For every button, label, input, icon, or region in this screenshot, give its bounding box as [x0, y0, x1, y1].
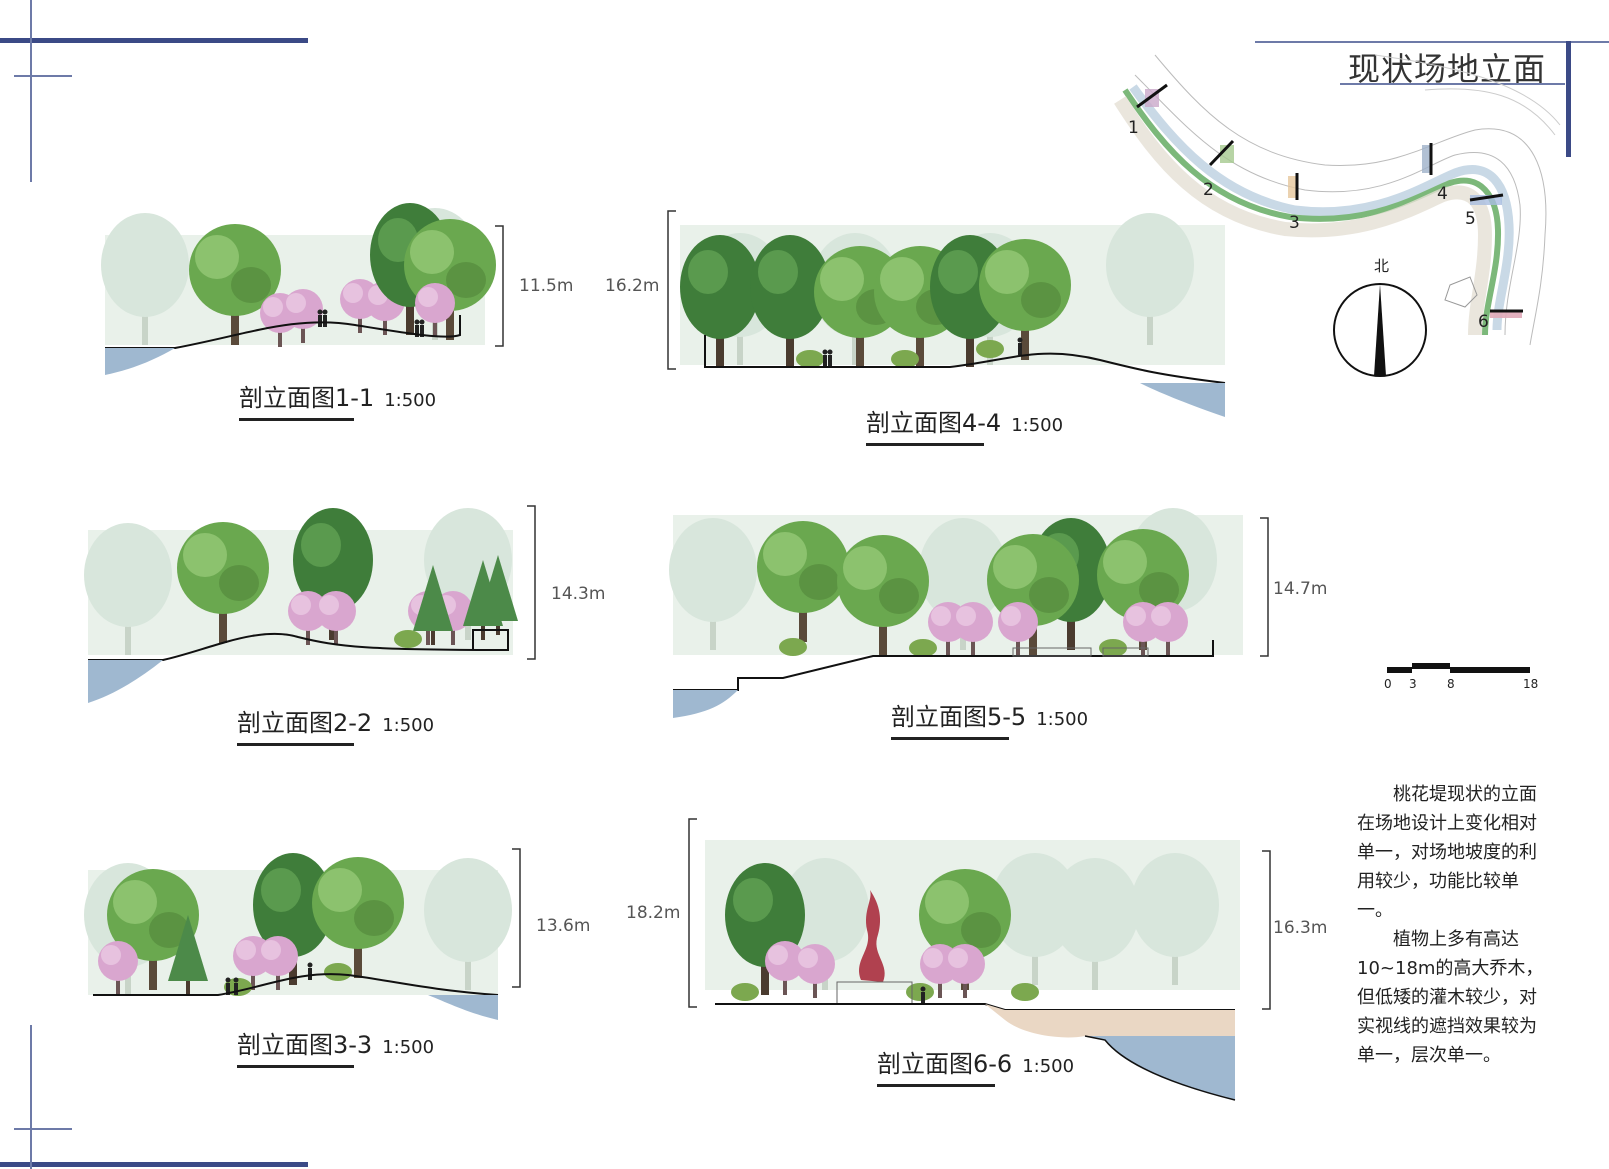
bottom-left-vertical-line: [30, 1025, 32, 1169]
section-4-4-height: 16.2m: [605, 276, 660, 296]
section-2-2-scale: 1:500: [382, 715, 435, 736]
section-1-1-height: 11.5m: [519, 276, 574, 296]
section-3-3-scale: 1:500: [382, 1037, 435, 1058]
description-paragraph-1: 桃花堤现状的立面在场地设计上变化相对单一，对场地坡度的利用较少，功能比较单一。: [1357, 784, 1537, 921]
section-5-5-caption: 剖立面图5-5 1:500: [891, 697, 1089, 740]
description-paragraph-2: 植物上多有高达10~18m的高大乔木，但低矮的灌木较少，对实视线的遮挡效果较为单…: [1357, 929, 1544, 1066]
section-6-6-height-right: 16.3m: [1273, 918, 1328, 938]
section-1-1-drawing: [101, 203, 496, 375]
section-2-2-height: 14.3m: [551, 584, 606, 604]
scale-bar: [1387, 663, 1530, 673]
section-6-6-title: 剖立面图6-6: [877, 1050, 1013, 1078]
section-5-5-title: 剖立面图5-5: [891, 703, 1027, 731]
section-4-4-height-bracket: [667, 210, 676, 370]
map-marker-2: 2: [1203, 180, 1214, 200]
top-right-vertical-bar: [1566, 41, 1571, 157]
section-1-1-title: 剖立面图1-1: [239, 384, 375, 412]
section-5-5-underline: [891, 737, 1009, 740]
map-marker-4: 4: [1437, 184, 1448, 204]
map-marker-3: 3: [1289, 213, 1300, 233]
section-2-2-underline: [237, 743, 354, 746]
section-4-4-scale: 1:500: [1011, 415, 1064, 436]
section-2-2-height-bracket: [527, 505, 536, 660]
section-6-6-left-height-bracket: [688, 818, 697, 1008]
section-5-5-height: 14.7m: [1273, 579, 1328, 599]
section-6-6-underline: [877, 1084, 995, 1087]
section-3-3-height-bracket: [512, 848, 521, 988]
section-1-1-scale: 1:500: [384, 390, 437, 411]
section-6-6-caption: 剖立面图6-6 1:500: [877, 1044, 1075, 1087]
section-3-3-title: 剖立面图3-3: [237, 1031, 373, 1059]
section-1-1-caption: 剖立面图1-1 1:500: [239, 378, 437, 421]
section-2-2-title: 剖立面图2-2: [237, 709, 373, 737]
scale-tick-18: 18: [1523, 677, 1539, 691]
section-4-4-underline: [866, 443, 984, 446]
top-right-horizontal-line: [1255, 41, 1609, 43]
top-left-horizontal-tick: [14, 75, 72, 77]
section-6-6-right-height-bracket: [1262, 850, 1271, 1010]
section-5-5-scale: 1:500: [1036, 709, 1089, 730]
section-1-1-underline: [239, 418, 354, 421]
section-6-6-scale: 1:500: [1022, 1056, 1075, 1077]
north-arrow-icon: [1333, 283, 1427, 377]
map-marker-1: 1: [1128, 118, 1139, 138]
section-5-5-drawing: [669, 508, 1243, 718]
bottom-left-frame-bar: [0, 1162, 308, 1167]
description-text: 桃花堤现状的立面在场地设计上变化相对单一，对场地坡度的利用较少，功能比较单一。 …: [1357, 780, 1547, 1070]
section-1-1-height-bracket: [495, 225, 504, 347]
bottom-left-horizontal-tick: [14, 1128, 72, 1130]
title-underline: [1340, 83, 1565, 85]
map-marker-6: 6: [1478, 312, 1489, 332]
section-3-3-height: 13.6m: [536, 916, 591, 936]
section-3-3-caption: 剖立面图3-3 1:500: [237, 1025, 435, 1068]
scale-tick-8: 8: [1447, 677, 1455, 691]
north-label: 北: [1374, 257, 1390, 275]
top-left-vertical-line: [30, 0, 32, 182]
section-2-2-drawing: [84, 508, 518, 703]
section-4-4-caption: 剖立面图4-4 1:500: [866, 403, 1064, 446]
section-3-3-underline: [237, 1065, 354, 1068]
section-6-6-height-left: 18.2m: [626, 903, 681, 923]
scale-tick-3: 3: [1409, 677, 1417, 691]
section-5-5-height-bracket: [1260, 517, 1269, 657]
map-marker-5: 5: [1465, 209, 1476, 229]
section-2-2-caption: 剖立面图2-2 1:500: [237, 703, 435, 746]
site-plan-map: [1114, 54, 1561, 346]
section-6-6-drawing: [705, 840, 1240, 1101]
top-left-frame-bar: [0, 38, 308, 43]
section-4-4-drawing: [680, 213, 1226, 417]
section-4-4-title: 剖立面图4-4: [866, 409, 1002, 437]
section-3-3-drawing: [84, 853, 512, 1020]
scale-tick-0: 0: [1384, 677, 1392, 691]
